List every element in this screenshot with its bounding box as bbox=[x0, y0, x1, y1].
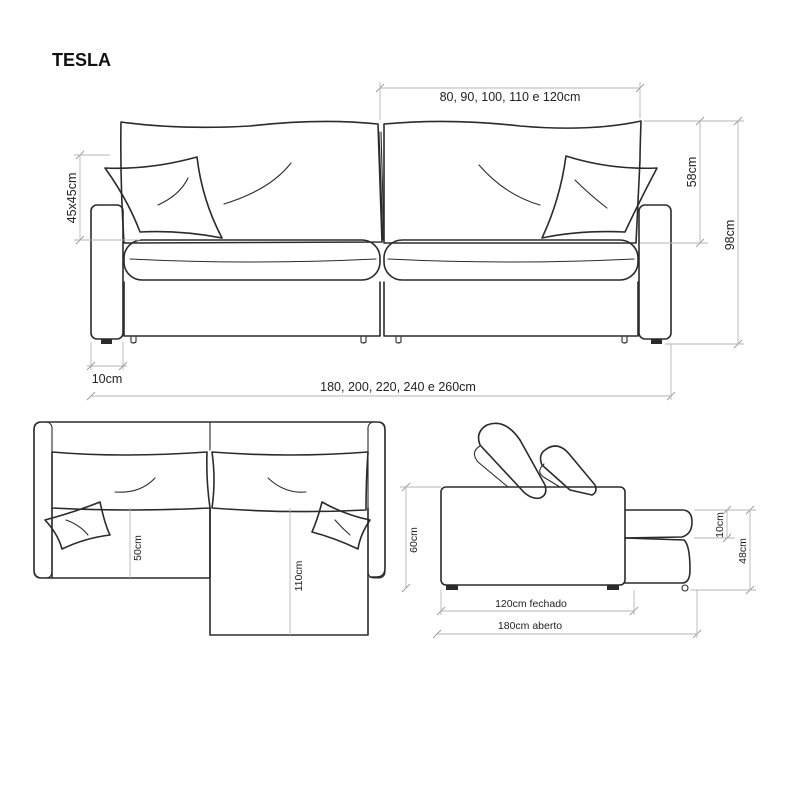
side-height-label: 60cm bbox=[408, 527, 420, 553]
throw-pillow-left bbox=[104, 156, 223, 239]
side-back-cushion-1 bbox=[477, 422, 547, 500]
base-left bbox=[123, 281, 381, 337]
depth-closed-label: 120cm fechado bbox=[495, 598, 567, 610]
backrest-height-label: 58cm bbox=[685, 157, 699, 188]
back-cushion-right bbox=[383, 120, 642, 244]
side-view-dimensions: 60cm 120cm fechado 180cm aberto 10cm 48c… bbox=[400, 482, 756, 639]
arm-width-label: 10cm bbox=[92, 372, 123, 386]
base-right bbox=[383, 281, 639, 337]
product-title: TESLA bbox=[52, 50, 111, 70]
top-arm-left bbox=[33, 421, 53, 579]
seat-height-label: 48cm bbox=[737, 538, 749, 564]
side-body bbox=[440, 486, 626, 586]
seat-cushion-left bbox=[123, 239, 381, 281]
cushion-size-label: 45x45cm bbox=[65, 173, 79, 224]
front-view-dimensions: 80, 90, 100, 110 e 120cm 58cm 98cm 45x45… bbox=[65, 82, 744, 401]
side-back-cushion-2 bbox=[539, 445, 597, 496]
throw-pillow-right bbox=[541, 155, 658, 239]
module-widths-label: 80, 90, 100, 110 e 120cm bbox=[440, 90, 581, 104]
seat-cushion-right bbox=[383, 239, 639, 281]
top-arm-right bbox=[367, 421, 386, 579]
depth-open-label: 180cm aberto bbox=[498, 620, 562, 632]
arm-left bbox=[90, 204, 124, 340]
side-view bbox=[440, 422, 693, 592]
front-view bbox=[90, 120, 672, 344]
arm-right bbox=[638, 204, 672, 340]
top-view: 50cm 110cm bbox=[33, 421, 386, 636]
top-chaise bbox=[209, 507, 369, 636]
side-extension bbox=[624, 509, 693, 539]
total-widths-label: 180, 200, 220, 240 e 260cm bbox=[320, 380, 476, 394]
back-cushion-left bbox=[120, 120, 383, 244]
chaise-depth-label: 110cm bbox=[293, 560, 305, 591]
seat-depth-label: 50cm bbox=[132, 535, 144, 561]
total-height-label: 98cm bbox=[723, 220, 737, 251]
extension-thickness-label: 10cm bbox=[714, 512, 726, 538]
